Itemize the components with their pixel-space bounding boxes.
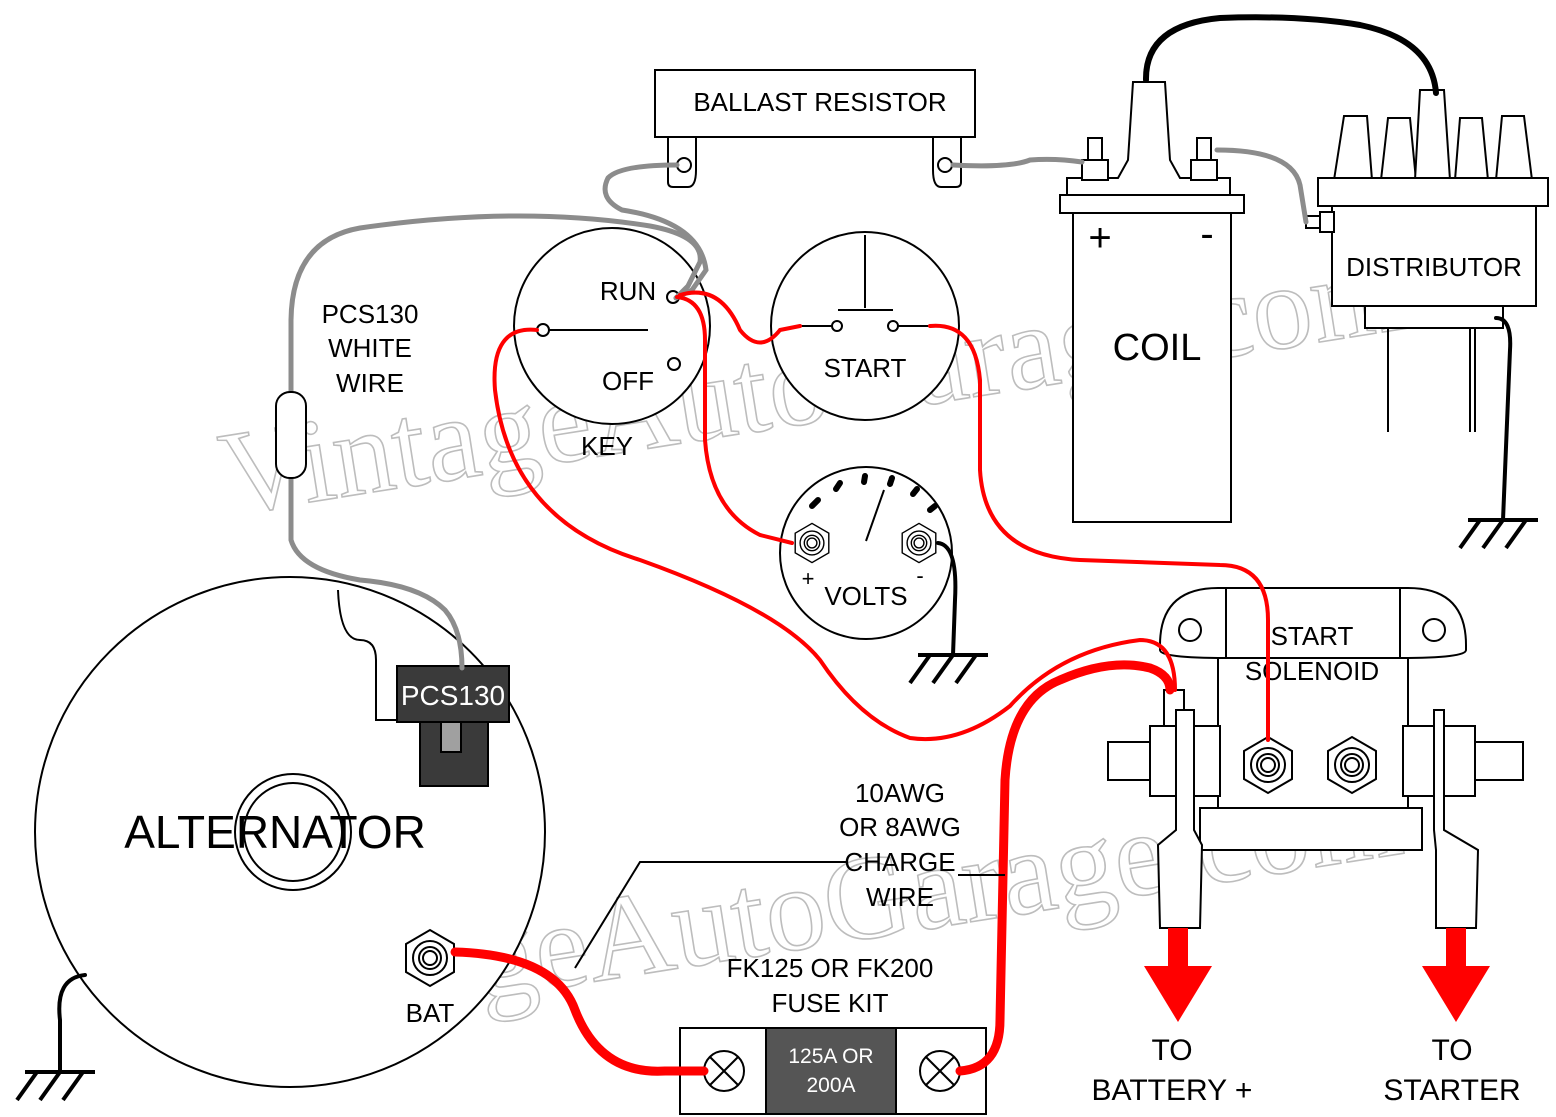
solenoid-label-line2: SOLENOID bbox=[1245, 656, 1379, 686]
fuse-rating-line2: 200A bbox=[806, 1074, 855, 1097]
pcs130-wire-line1: PCS130 bbox=[322, 299, 419, 329]
start-solenoid: START SOLENOID bbox=[1107, 587, 1524, 929]
charge-wire-line2: OR 8AWG bbox=[839, 812, 961, 842]
pcs130-inline-fuse bbox=[275, 391, 307, 479]
ballast-resistor-label: BALLAST RESISTOR bbox=[693, 87, 946, 117]
distributor-ground-icon bbox=[1458, 518, 1540, 550]
pcs130-connector-label: PCS130 bbox=[401, 680, 505, 711]
coil-plus-label: + bbox=[1088, 216, 1111, 260]
charge-wire-line3: CHARGE bbox=[844, 847, 955, 877]
pcs130-wire-line3: WIRE bbox=[336, 368, 404, 398]
to-battery-annotation: TO BATTERY + bbox=[1092, 1034, 1253, 1107]
alternator-label: ALTERNATOR bbox=[124, 806, 426, 858]
black-wires bbox=[57, 14, 1513, 1072]
fuse-kit: 125A OR 200A bbox=[679, 1027, 987, 1115]
volts-label: VOLTS bbox=[824, 581, 907, 611]
charge-wire-line4: WIRE bbox=[866, 882, 934, 912]
voltmeter-ground-icon bbox=[908, 653, 990, 685]
ignition-coil: + - COIL bbox=[1059, 81, 1245, 523]
coil-label: COIL bbox=[1113, 327, 1202, 369]
charge-wire-annotation: 10AWG OR 8AWG CHARGE WIRE bbox=[839, 778, 961, 912]
ballast-resistor: BALLAST RESISTOR bbox=[654, 69, 976, 188]
alternator-ground-icon bbox=[15, 1070, 97, 1102]
voltmeter: + - VOLTS bbox=[779, 466, 953, 640]
fuse-kit-annotation: FK125 OR FK200 FUSE KIT bbox=[727, 953, 934, 1018]
pcs130-wire-line2: WHITE bbox=[328, 333, 412, 363]
alternator-bat-label: BAT bbox=[406, 998, 455, 1028]
pcs130-wire-annotation: PCS130 WHITE WIRE bbox=[322, 299, 419, 398]
fuse-kit-line2: FUSE KIT bbox=[771, 988, 888, 1018]
volts-minus-label: - bbox=[916, 563, 923, 588]
alternator: PCS130 BAT ALTERNATOR bbox=[34, 576, 546, 1088]
to-starter-annotation: TO STARTER bbox=[1383, 1034, 1520, 1107]
key-switch: RUN OFF KEY bbox=[513, 227, 711, 461]
to-battery-line1: TO bbox=[1151, 1034, 1192, 1067]
solenoid-label-line1: START bbox=[1271, 621, 1354, 651]
key-run-label: RUN bbox=[600, 276, 656, 306]
start-button: START bbox=[770, 231, 960, 421]
distributor: DISTRIBUTOR bbox=[1305, 89, 1549, 432]
fuse-rating-line1: 125A OR bbox=[788, 1045, 873, 1068]
key-label: KEY bbox=[581, 431, 633, 461]
gray-wires bbox=[288, 147, 1309, 671]
to-starter-line2: STARTER bbox=[1383, 1074, 1520, 1107]
to-starter-line1: TO bbox=[1431, 1034, 1472, 1067]
red-wires bbox=[450, 290, 1270, 1076]
to-battery-line2: BATTERY + bbox=[1092, 1074, 1253, 1107]
coil-minus-label: - bbox=[1200, 212, 1213, 256]
key-off-label: OFF bbox=[602, 366, 654, 396]
distributor-label: DISTRIBUTOR bbox=[1346, 252, 1522, 282]
start-button-label: START bbox=[824, 353, 907, 383]
charge-wire-leader-line bbox=[574, 861, 848, 969]
charge-wire-line1: 10AWG bbox=[855, 778, 945, 808]
fuse-kit-line1: FK125 OR FK200 bbox=[727, 953, 934, 983]
arrow-down-icon bbox=[1144, 928, 1212, 1022]
volts-plus-label: + bbox=[802, 566, 815, 591]
arrow-down-icon bbox=[1422, 928, 1490, 1022]
